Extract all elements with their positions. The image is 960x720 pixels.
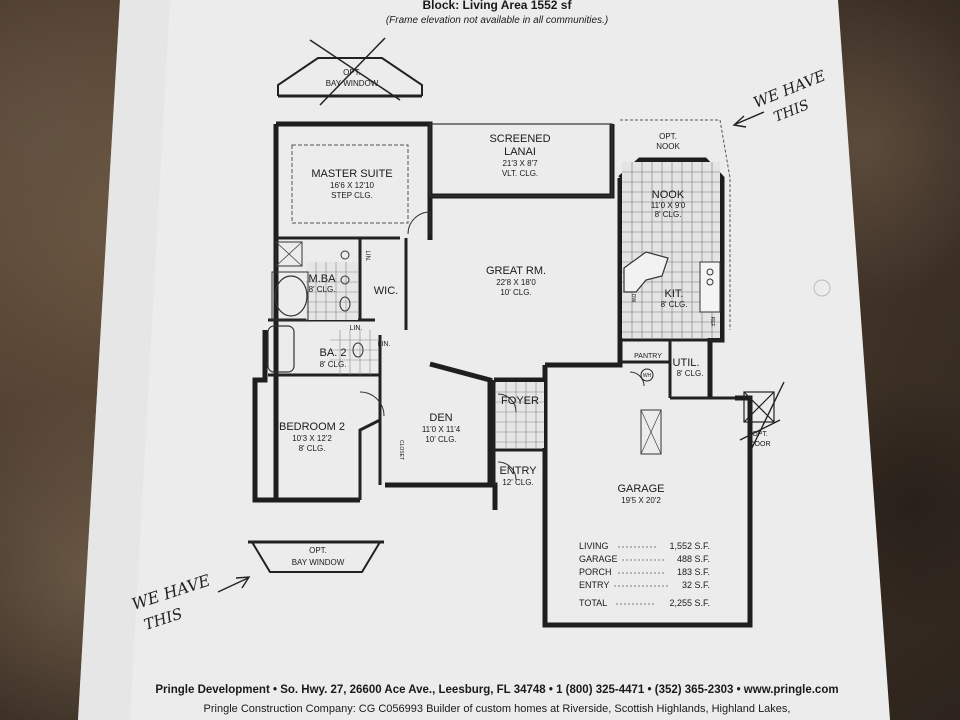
svg-text:ENTRY: ENTRY <box>499 465 537 477</box>
area-table: LIVING 1,552 S.F. GARAGE 488 S.F. PORCH … <box>579 541 710 608</box>
svg-text:1,552 S.F.: 1,552 S.F. <box>669 541 710 551</box>
paper-sheet <box>78 0 890 720</box>
svg-text:22'8 X 18'0: 22'8 X 18'0 <box>496 278 536 287</box>
svg-text:LIVING: LIVING <box>579 541 609 551</box>
block-line: Block: Living Area 1552 sf <box>423 0 573 12</box>
svg-text:PANTRY: PANTRY <box>634 353 662 360</box>
area-row: PORCH 183 S.F. <box>579 567 710 577</box>
svg-text:8' CLG.: 8' CLG. <box>677 369 704 378</box>
svg-text:32 S.F.: 32 S.F. <box>682 580 710 590</box>
step-ceiling-outline <box>291 144 409 224</box>
paper-shade <box>78 0 170 720</box>
svg-text:UTIL.: UTIL. <box>673 357 700 369</box>
opt-door-crossed: OPT. DOOR <box>739 381 785 457</box>
foyer-tile <box>496 382 544 448</box>
toilet <box>339 296 351 312</box>
kitchen-island <box>623 251 669 293</box>
ba2-tile <box>330 330 378 375</box>
svg-text:LIN.: LIN. <box>378 341 391 348</box>
opt-bay-window-bottom: OPT. BAY WINDOW <box>248 540 384 573</box>
footer-line-2: Pringle Construction Company: CG C056993… <box>204 703 791 715</box>
sink <box>340 275 350 285</box>
svg-text:BA. 2: BA. 2 <box>320 347 347 359</box>
svg-text:2,255 S.F.: 2,255 S.F. <box>669 598 710 608</box>
svg-text:WH: WH <box>643 373 652 379</box>
svg-text:M.BA: M.BA <box>309 273 337 285</box>
svg-text:11'0 X 9'0: 11'0 X 9'0 <box>651 201 686 210</box>
svg-text:8' CLG.: 8' CLG. <box>299 444 326 453</box>
footer-line-1: Pringle Development • So. Hwy. 27, 26600… <box>155 684 838 696</box>
svg-text:CLOSET: CLOSET <box>398 440 404 460</box>
water-heater-icon <box>640 368 654 382</box>
opt-bay-window-top: OPT. BAY WINDOW <box>277 37 423 106</box>
svg-text:BEDROOM 2: BEDROOM 2 <box>279 421 345 433</box>
svg-text:GARAGE: GARAGE <box>617 483 664 495</box>
svg-text:OPT.: OPT. <box>752 431 768 438</box>
svg-text:VLT. CLG.: VLT. CLG. <box>502 169 538 178</box>
svg-text:11'0 X 11'4: 11'0 X 11'4 <box>422 425 461 434</box>
area-row: LIVING 1,552 S.F. <box>579 541 710 551</box>
ba2-tub <box>267 325 295 373</box>
room-labels: MASTER SUITE 16'6 X 12'10 STEP CLG. SCRE… <box>279 132 715 505</box>
svg-text:8' CLG.: 8' CLG. <box>661 300 688 309</box>
kitchen-counter <box>699 261 721 313</box>
svg-text:19'5 X 20'2: 19'5 X 20'2 <box>621 496 661 505</box>
svg-text:183 S.F.: 183 S.F. <box>677 567 710 577</box>
punch-hole <box>813 279 831 297</box>
area-row: GARAGE 488 S.F. <box>579 554 710 564</box>
svg-text:SCREENED: SCREENED <box>489 133 550 145</box>
svg-text:BAY WINDOW: BAY WINDOW <box>292 558 345 567</box>
svg-text:LIN.: LIN. <box>364 250 370 261</box>
svg-text:GREAT RM.: GREAT RM. <box>486 265 546 277</box>
opt-nook-outline <box>620 119 731 330</box>
svg-text:10'3 X 12'2: 10'3 X 12'2 <box>292 434 332 443</box>
svg-text:8' CLG.: 8' CLG. <box>320 360 347 369</box>
svg-text:ENTRY: ENTRY <box>579 580 609 590</box>
area-row: ENTRY 32 S.F. <box>579 580 710 590</box>
lanai-outline <box>429 123 613 197</box>
svg-text:488 S.F.: 488 S.F. <box>677 554 710 564</box>
stove-burner <box>706 278 714 286</box>
tub-surround <box>271 271 309 321</box>
svg-text:LIN.: LIN. <box>350 325 363 332</box>
svg-text:8' CLG.: 8' CLG. <box>655 210 682 219</box>
stove-burner <box>706 268 714 276</box>
svg-text:BAY WINDOW: BAY WINDOW <box>326 79 379 88</box>
door-swings <box>359 211 645 481</box>
svg-text:DW: DW <box>630 294 636 303</box>
svg-text:PORCH: PORCH <box>579 567 612 577</box>
svg-text:LANAI: LANAI <box>504 146 536 158</box>
svg-text:DOOR: DOOR <box>750 441 771 448</box>
sink <box>340 250 350 260</box>
svg-text:8' CLG.: 8' CLG. <box>309 285 336 294</box>
svg-text:OPT.: OPT. <box>659 132 677 141</box>
svg-text:GARAGE: GARAGE <box>579 554 618 564</box>
svg-text:10' CLG.: 10' CLG. <box>500 288 531 297</box>
garage-attic-access <box>640 409 662 455</box>
svg-text:16'6 X 12'10: 16'6 X 12'10 <box>330 181 375 190</box>
svg-text:21'3 X 8'7: 21'3 X 8'7 <box>502 159 538 168</box>
frame-note: (Frame elevation not available in all co… <box>386 15 608 26</box>
svg-text:10' CLG.: 10' CLG. <box>425 435 456 444</box>
svg-text:FOYER: FOYER <box>501 395 539 407</box>
shower <box>275 241 303 267</box>
svg-text:NOOK: NOOK <box>656 142 680 151</box>
svg-text:REF.: REF. <box>709 317 715 328</box>
mba-tile <box>306 262 358 320</box>
interior-walls <box>268 236 735 500</box>
area-total-row: TOTAL 2,255 S.F. <box>579 598 710 608</box>
garden-tub <box>274 275 308 317</box>
svg-text:12' CLG.: 12' CLG. <box>502 478 533 487</box>
svg-text:WIC.: WIC. <box>374 285 398 297</box>
svg-text:KIT.: KIT. <box>665 288 684 300</box>
svg-text:DEN: DEN <box>429 412 452 424</box>
svg-text:NOOK: NOOK <box>652 189 685 201</box>
toilet <box>352 342 364 358</box>
master-suite-name: MASTER SUITE <box>311 168 392 180</box>
svg-text:OPT.: OPT. <box>309 546 327 555</box>
svg-text:STEP CLG.: STEP CLG. <box>331 191 373 200</box>
svg-text:TOTAL: TOTAL <box>579 598 607 608</box>
